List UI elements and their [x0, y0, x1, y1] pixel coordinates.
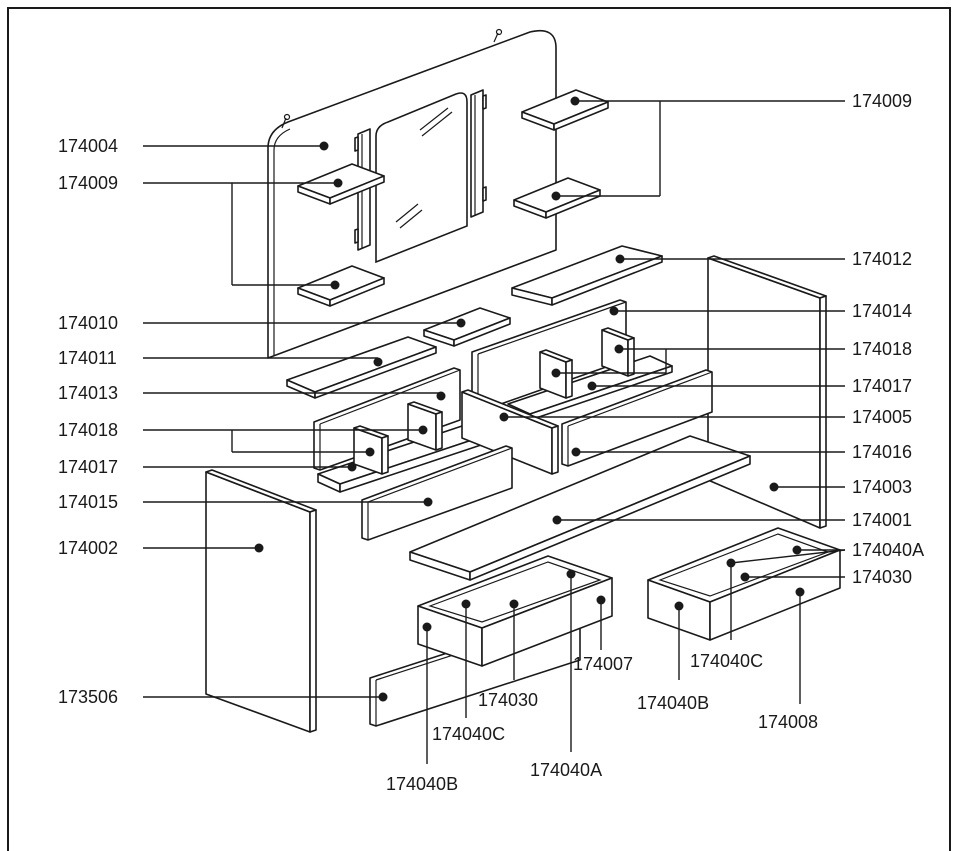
label-174009-right: 174009 [852, 91, 912, 111]
label-174040B-right: 174040B [637, 693, 709, 713]
part-174009-shelf-left-lower [297, 265, 385, 307]
label-174010: 174010 [58, 313, 118, 333]
part-174009-shelf-right-upper [521, 89, 609, 131]
label-173506: 173506 [58, 687, 118, 707]
part-174015-left-front-rail [361, 445, 513, 541]
label-174040B-left: 174040B [386, 774, 458, 794]
part-174005-center-divider [461, 389, 559, 475]
label-174008: 174008 [758, 712, 818, 732]
label-174002: 174002 [58, 538, 118, 558]
label-174014: 174014 [852, 301, 912, 321]
label-174004: 174004 [58, 136, 118, 156]
part-174010-small-shelf [423, 307, 511, 347]
part-number-labels: 174004 174009 174010 174011 174013 17401… [58, 91, 924, 794]
diagram-frame [7, 7, 951, 851]
label-174040A-right: 174040A [852, 540, 924, 560]
label-174040A-left: 174040A [530, 760, 602, 780]
label-174040C-left: 174040C [432, 724, 505, 744]
label-174018-left: 174018 [58, 420, 118, 440]
label-174018-right: 174018 [852, 339, 912, 359]
part-174018-right-divider-b [601, 327, 635, 377]
label-174030-left: 174030 [478, 690, 538, 710]
leader-lines [143, 96, 846, 764]
label-174007: 174007 [573, 654, 633, 674]
label-174001: 174001 [852, 510, 912, 530]
mirror-glass [375, 92, 468, 264]
part-174002-left-side-panel [205, 469, 317, 733]
part-174001-bottom-panel [409, 435, 751, 581]
label-174015: 174015 [58, 492, 118, 512]
label-174012: 174012 [852, 249, 912, 269]
label-174030-right: 174030 [852, 567, 912, 587]
label-174003: 174003 [852, 477, 912, 497]
label-174013: 174013 [58, 383, 118, 403]
mirror-side-rail-right [470, 89, 487, 218]
label-174016: 174016 [852, 442, 912, 462]
label-174011: 174011 [58, 348, 117, 368]
label-174040C-right: 174040C [690, 651, 763, 671]
label-174005: 174005 [852, 407, 912, 427]
right-drawer-box [647, 527, 841, 641]
part-174018-right-divider-a [539, 349, 573, 399]
part-174011-shelf [286, 336, 437, 399]
label-174009-left: 174009 [58, 173, 118, 193]
label-174017-left: 174017 [58, 457, 118, 477]
label-174017-right: 174017 [852, 376, 912, 396]
